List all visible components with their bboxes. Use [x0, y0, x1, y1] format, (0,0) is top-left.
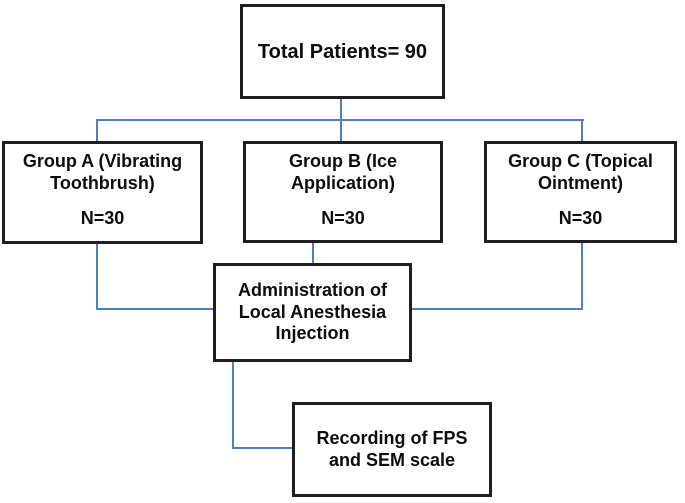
- node-group-c-count: N=30: [558, 208, 603, 229]
- connector-group-a-to-anesthesia: [96, 308, 214, 310]
- node-total-patients-label: Total Patients= 90: [257, 40, 428, 63]
- connector-anesthesia-to-recording: [232, 447, 294, 449]
- node-group-a: Group A (Vibrating Toothbrush) N=30: [2, 141, 203, 244]
- node-group-a-count: N=30: [80, 208, 125, 229]
- node-group-b-count: N=30: [321, 208, 365, 229]
- connector-branch-to-group-c: [581, 119, 583, 142]
- node-anesthesia-administration-label: Administration of Local Anesthesia Injec…: [238, 280, 387, 344]
- node-group-b-title: Group B (Ice Application): [288, 151, 397, 193]
- connector-group-a-down: [96, 244, 98, 310]
- connector-branch-horizontal: [97, 119, 584, 121]
- node-group-b: Group B (Ice Application) N=30: [243, 141, 443, 243]
- node-group-a-title: Group A (Vibrating Toothbrush): [22, 151, 183, 193]
- node-group-c: Group C (Topical Ointment) N=30: [484, 141, 677, 243]
- node-recording-scales-label: Recording of FPS and SEM scale: [316, 427, 468, 470]
- node-anesthesia-administration: Administration of Local Anesthesia Injec…: [213, 263, 412, 362]
- connector-group-c-to-anesthesia: [411, 308, 583, 310]
- connector-branch-to-group-a: [96, 119, 98, 142]
- connector-anesthesia-down: [232, 361, 234, 449]
- connector-group-b-to-anesthesia: [312, 243, 314, 264]
- node-recording-scales: Recording of FPS and SEM scale: [292, 402, 492, 497]
- node-total-patients: Total Patients= 90: [240, 4, 445, 99]
- node-group-c-title: Group C (Topical Ointment): [508, 151, 653, 193]
- connector-group-c-down: [581, 243, 583, 309]
